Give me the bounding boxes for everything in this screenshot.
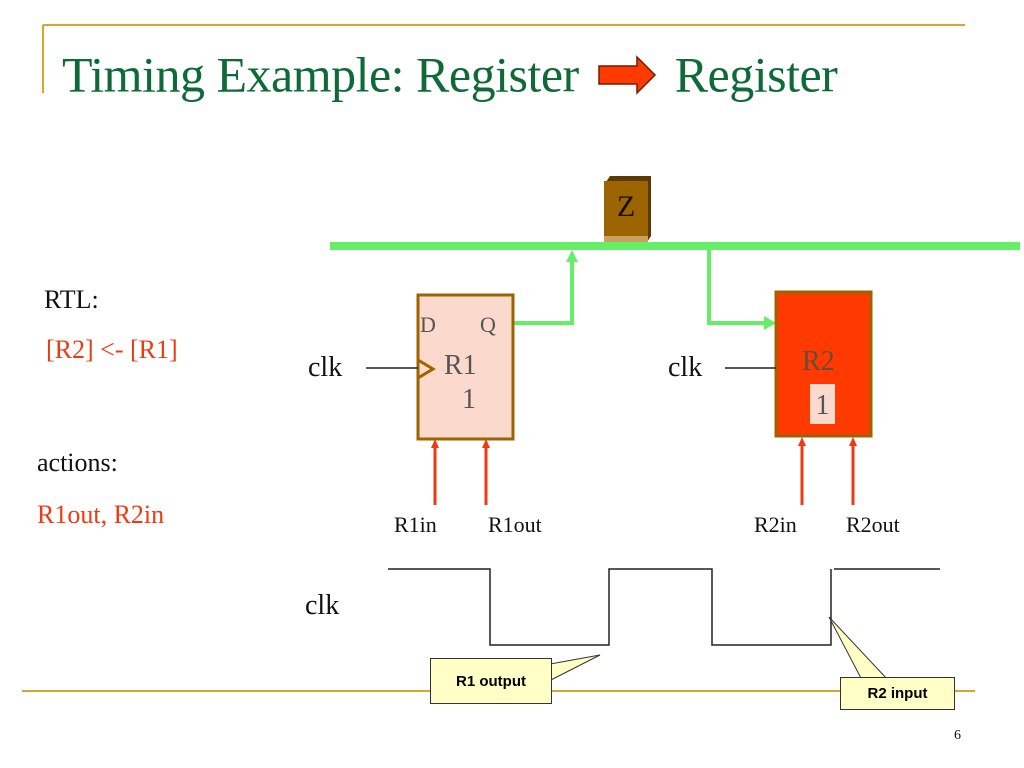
r1-value: 1 [462,384,476,415]
r2-value: 1 [815,390,830,421]
bus-line [330,242,1020,250]
r1-output-callout: R1 output [430,658,552,704]
z-register-label: Z [616,190,636,223]
r1-in-label: R1in [394,512,437,537]
r2-input-arrowhead [764,316,776,330]
bus-to-r2-wire [707,250,766,325]
r2-input-callout-pointer [828,616,890,681]
r2-name: R2 [802,346,835,377]
title-part-2: Register [674,46,838,103]
r1-clk-label: clk [308,352,343,383]
rtl-label: RTL: [44,285,99,314]
page-number: 6 [954,728,961,743]
title-part-1: Timing Example: Register [62,46,579,103]
slide-title: Timing Example: Register Register [62,40,838,104]
r1-q-to-bus-wire [513,258,574,325]
r1-out-label: R1out [488,512,542,537]
right-arrow-icon [597,54,656,95]
clock-waveform [388,568,832,646]
r2-input-callout: R2 input [840,677,955,710]
r2-clk-label: clk [668,352,703,383]
r1-d-label: D [420,312,436,337]
control-arrows [431,437,857,505]
r2-value-box [810,384,835,424]
actions-label: actions: [37,448,118,477]
r1-bus-arrowhead [566,250,578,262]
r1-q-label: Q [480,312,496,337]
actions-value: R1out, R2in [37,500,165,529]
r1-clock-edge-icon [417,358,436,380]
r2-out-label: R2out [846,512,900,537]
r1-register [416,293,515,441]
r2-in-label: R2in [754,512,797,537]
r1-name: R1 [444,350,477,381]
z-register [604,176,651,242]
timing-clk-label: clk [305,590,340,621]
rtl-expression: [R2] <- [R1] [46,335,178,364]
